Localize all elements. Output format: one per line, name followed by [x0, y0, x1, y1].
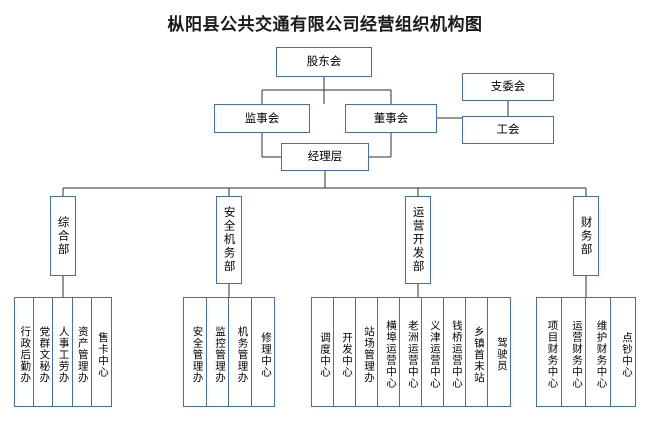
- leaf-item[interactable]: 资产管理办: [73, 298, 92, 406]
- leaf-item[interactable]: 机务管理办: [229, 298, 252, 406]
- node-labor-union[interactable]: 工会: [462, 116, 554, 144]
- leaf-item[interactable]: 行政后勤办: [15, 298, 35, 406]
- leaf-group-finance: 项目财务中心 运营财务中心 维护财务中心 点钞中心: [536, 297, 636, 407]
- leaf-item[interactable]: 修理中心: [260, 331, 272, 378]
- leaf-group-operation-development: 调度中心 开发中心 站场管理办 横埠运营中心 老洲运营中心 义津运营中心 钱桥运…: [311, 297, 511, 407]
- node-label: 支委会: [490, 79, 526, 94]
- department-label: 安全机务部: [222, 206, 237, 274]
- node-board-of-directors[interactable]: 董事会: [345, 104, 437, 133]
- node-label: 经理层: [307, 149, 343, 164]
- department-general-affairs[interactable]: 综合部: [50, 196, 76, 276]
- leaf-item[interactable]: 党群文秘办: [34, 298, 54, 406]
- department-operation-development[interactable]: 运营开发部: [405, 196, 431, 284]
- leaf-group-general-affairs: 行政后勤办 党群文秘办 人事工劳办 资产管理办 售卡中心: [14, 297, 112, 407]
- leaf-item[interactable]: 站场管理办: [356, 298, 378, 406]
- department-label: 财务部: [579, 215, 594, 257]
- page-title: 枞阳县公共交通有限公司经营组织机构图: [167, 15, 483, 35]
- leaf-group-safety-engineering: 安全管理办 监控管理办 机务管理办 修理中心: [183, 297, 275, 407]
- leaf-item[interactable]: 人事工劳办: [53, 298, 73, 406]
- leaf-item[interactable]: 开发中心: [334, 298, 356, 406]
- node-management-level[interactable]: 经理层: [281, 143, 369, 171]
- leaf-item[interactable]: 调度中心: [312, 298, 334, 406]
- leaf-item[interactable]: 老洲运营中心: [400, 298, 422, 406]
- leaf-item[interactable]: 义津运营中心: [422, 298, 444, 406]
- node-label: 董事会: [373, 110, 409, 125]
- department-label: 运营开发部: [411, 206, 426, 274]
- leaf-item[interactable]: 项目财务中心: [537, 298, 562, 406]
- node-party-committee[interactable]: 支委会: [462, 73, 554, 101]
- node-label: 工会: [496, 122, 520, 137]
- node-supervisory-board[interactable]: 监事会: [214, 104, 310, 133]
- leaf-item[interactable]: 钱桥运营中心: [444, 298, 466, 406]
- department-safety-engineering[interactable]: 安全机务部: [216, 196, 242, 284]
- leaf-item[interactable]: 乡镇首末站: [466, 298, 488, 406]
- node-shareholders[interactable]: 股东会: [276, 47, 372, 77]
- leaf-item[interactable]: 驾驶员: [495, 337, 508, 372]
- department-label: 综合部: [56, 215, 71, 257]
- leaf-item[interactable]: 运营财务中心: [562, 298, 586, 406]
- leaf-item[interactable]: 监控管理办: [207, 298, 229, 406]
- node-label: 股东会: [306, 54, 342, 69]
- leaf-item[interactable]: 售卡中心: [96, 331, 109, 378]
- leaf-item[interactable]: 维护财务中心: [586, 298, 611, 406]
- leaf-item[interactable]: 安全管理办: [184, 298, 207, 406]
- leaf-item[interactable]: 点钞中心: [621, 331, 633, 378]
- department-finance[interactable]: 财务部: [573, 196, 599, 276]
- node-label: 监事会: [244, 110, 280, 125]
- leaf-item[interactable]: 横埠运营中心: [378, 298, 400, 406]
